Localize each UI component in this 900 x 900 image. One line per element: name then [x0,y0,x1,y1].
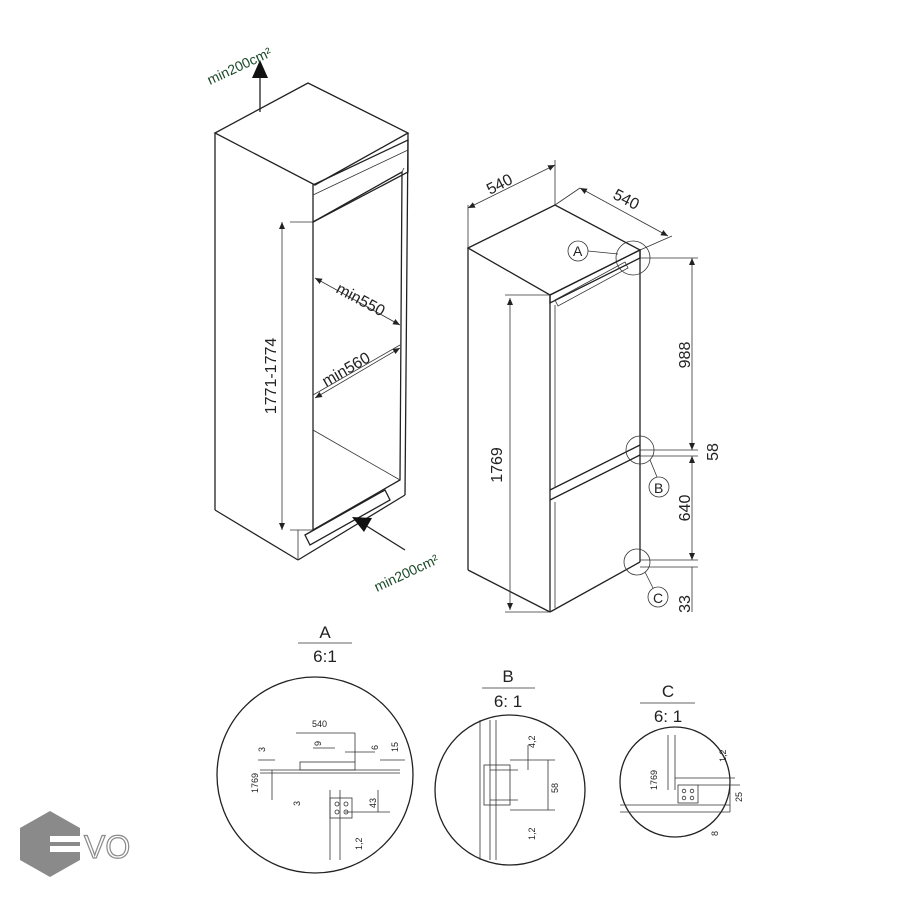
detail-a-d3b: 3 [292,801,302,806]
detail-a-d9: 9 [313,741,323,746]
upper-door-label: 988 [677,342,694,369]
appliance-depth-label: 540 [610,186,642,213]
detail-a-width: 540 [312,719,327,729]
niche-height-label: 1771-1774 [263,338,280,415]
detail-a-scale: 6:1 [313,647,337,666]
cabinet-niche-view: 1771-1774 min550 min560 min200cm² min200… [205,44,442,595]
detail-a-d15: 15 [390,742,400,752]
detail-a-d12: 1,2 [354,837,364,850]
brand-logo: VO [20,811,131,877]
niche-width-min-label: min550 [333,281,387,321]
vent-bottom-label: min200cm² [372,551,442,595]
detail-c-h1769: 1769 [649,770,659,790]
detail-a-d43: 43 [368,798,378,808]
detail-c: C 6: 1 1,2 1769 25 8 [619,682,744,838]
detail-b-name: B [502,667,513,686]
detail-b-d58: 58 [550,783,560,793]
niche-depth-min-label: min560 [320,349,374,390]
door-gap-label: 58 [705,443,722,461]
logo-text: VO [84,829,130,865]
detail-a: A 6:1 540 9 6 15 3 1769 3 43 1,2 [216,623,414,874]
callout-b: B [654,480,663,496]
detail-c-d8: 8 [710,831,720,836]
detail-b-d12: 1,2 [527,827,537,840]
detail-a-name: A [319,623,331,642]
detail-b-scale: 6: 1 [494,692,522,711]
detail-c-d25: 25 [734,792,744,802]
appliance-view: 540 540 1769 988 58 640 33 A B [466,160,722,613]
detail-c-scale: 6: 1 [654,707,682,726]
callout-c: C [653,590,663,606]
detail-b: B 6: 1 4,2 58 1,2 [434,667,586,866]
detail-c-d12: 1,2 [718,749,728,762]
detail-a-d3a: 3 [257,747,267,752]
vent-top-label: min200cm² [205,44,275,88]
detail-c-name: C [662,682,674,701]
detail-a-h1769: 1769 [250,773,260,793]
detail-a-d6: 6 [370,745,380,750]
base-label: 33 [677,595,694,613]
callout-a: A [573,243,583,259]
appliance-width-label: 540 [484,171,516,198]
appliance-height-label: 1769 [489,447,506,483]
logo-hexagon-icon [20,811,80,877]
detail-b-d42: 4,2 [527,735,537,748]
lower-door-label: 640 [677,495,694,522]
